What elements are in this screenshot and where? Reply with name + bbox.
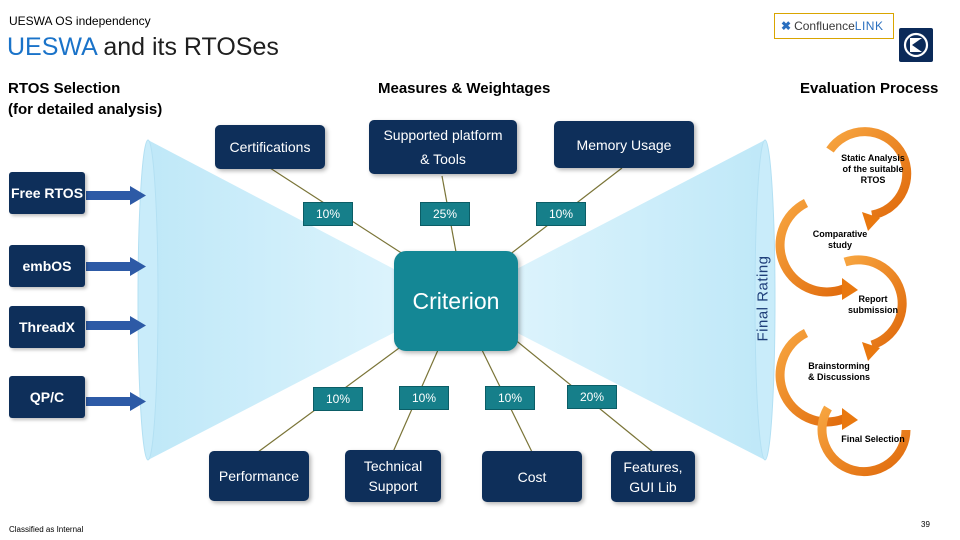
weight-features: 20% (567, 385, 617, 409)
weight-memory-usage: 10% (536, 202, 586, 226)
rtos-box-free-rtos: Free RTOS (9, 172, 85, 214)
measure-supported-platform-line2: & Tools (420, 151, 466, 167)
final-rating-label: Final Rating (754, 254, 772, 342)
weight-cost: 10% (485, 386, 535, 410)
rtos-arrow-free-rtos-icon (86, 186, 146, 205)
presentation-supertitle: UESWA OS independency (9, 14, 151, 28)
rtos-selection-heading: RTOS Selection (for detailed analysis) (8, 78, 162, 120)
rtos-box-embos: embOS (9, 245, 85, 287)
weight-certifications: 10% (303, 202, 353, 226)
evaluation-circle-arrows (775, 127, 912, 477)
confluence-mark-icon: ✖ (781, 19, 792, 33)
left-funnel-rim (137, 139, 159, 461)
rtos-box-threadx: ThreadX (9, 306, 85, 348)
eval-circle-2-icon (775, 198, 851, 297)
confluence-logo-link-text: LINK (854, 19, 884, 33)
rtos-heading-line2: (for detailed analysis) (8, 101, 163, 118)
measure-certifications: Certifications (215, 125, 325, 169)
measure-features: Features, GUI Lib (611, 451, 695, 502)
eval-circle-1-icon (826, 127, 912, 220)
slide-title-rest: and its RTOSes (96, 33, 279, 61)
confluence-link-logo: ✖ConfluenceLINK (774, 13, 894, 39)
slide-title-highlight: UESWA (7, 33, 97, 61)
measure-performance: Performance (209, 451, 309, 501)
confluence-logo-text: Confluence (794, 19, 855, 33)
measure-technical-support-line1: Technical (363, 458, 423, 474)
weight-supported-platform: 25% (420, 202, 470, 226)
eval-arrowhead-3-icon (862, 342, 880, 361)
evaluation-heading: Evaluation Process (800, 80, 939, 97)
measures-heading: Measures & Weightages (378, 80, 551, 97)
measure-memory-usage-line1: Memory Usage (576, 136, 672, 153)
right-funnel-rim (754, 139, 776, 461)
rtos-arrows (86, 186, 146, 411)
left-funnel-cone (148, 140, 455, 460)
eval-step-comparative-study: Comparative study (812, 229, 868, 250)
page-number: 39 (921, 520, 930, 529)
measure-technical-support: Technical Support (345, 450, 441, 502)
eval-step-static-analysis: Static Analysis of the suitable RTOS (841, 153, 905, 185)
eval-arrowhead-1-icon (862, 212, 880, 231)
eval-circle-5-icon (817, 405, 911, 477)
eval-arrowhead-4-icon (842, 408, 858, 430)
measure-cost-line1: Cost (517, 468, 547, 485)
measure-technical-support-line2: Support (368, 478, 418, 494)
slide-title: UESWA and its RTOSes (7, 33, 279, 62)
measure-cost: Cost (482, 451, 582, 502)
measure-features-line2: GUI Lib (629, 478, 677, 495)
rtos-heading-line1: RTOS Selection (8, 80, 121, 97)
eval-step-final-selection: Final Selection (841, 434, 905, 444)
eval-step-report-submission: Report submission (847, 294, 898, 315)
rtos-arrow-threadx-icon (86, 316, 146, 335)
rtos-box-qpc: QP/C (9, 376, 85, 418)
right-funnel-cone (455, 140, 765, 460)
weight-performance: 10% (313, 387, 363, 411)
weight-technical-support: 10% (399, 386, 449, 410)
electrolux-logo-icon (899, 28, 933, 62)
evaluation-arrowheads (842, 212, 880, 430)
rtos-arrow-embos-icon (86, 257, 146, 276)
eval-circle-3-icon (843, 255, 907, 350)
measure-certifications-line1: Certifications (229, 139, 311, 155)
measure-supported-platform-line1: Supported platform (383, 127, 503, 143)
measure-memory-usage: Memory Usage (554, 121, 694, 168)
eval-circle-4-icon (775, 328, 851, 427)
measure-features-line1: Features, (623, 458, 683, 475)
criterion-hub: Criterion (394, 251, 518, 351)
rtos-arrow-qpc-icon (86, 392, 146, 411)
measure-performance-line1: Performance (218, 468, 300, 484)
eval-step-brainstorming: Brainstorming & Discussions (807, 361, 871, 382)
eval-arrowhead-2-icon (842, 278, 858, 300)
measure-supported-platform: Supported platform & Tools (369, 120, 517, 174)
classification-footer: Classified as Internal (9, 525, 84, 534)
